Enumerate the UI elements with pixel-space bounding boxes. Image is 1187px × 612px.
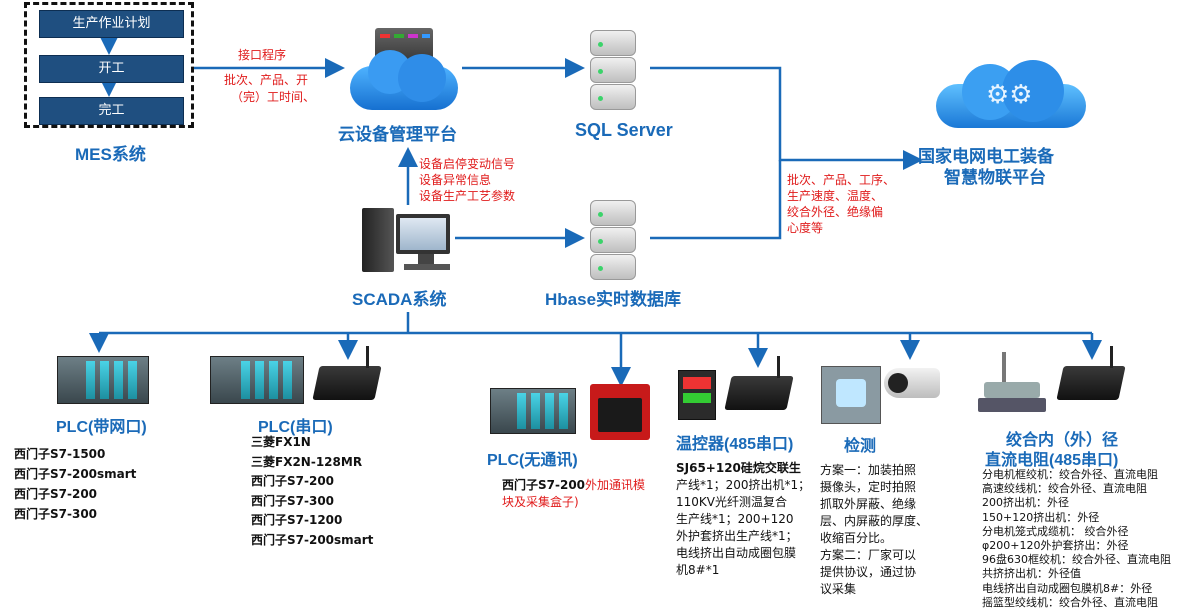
temperature-desc-line: 生产线*1；200+120 (676, 512, 794, 526)
twist-desc-line: 150+120挤出机：外径 (982, 510, 1100, 524)
plc-no-comm-title: PLC(无通讯) (487, 452, 578, 469)
grid-fields-line: 生产速度、温度、 (787, 189, 884, 203)
temperature-desc-line: 电线挤出自动成圈包膜 (676, 546, 797, 560)
list-item: 西门子S7-200 (14, 487, 98, 501)
mes-plan-button[interactable]: 生产作业计划 (39, 10, 184, 38)
temperature-gateway-icon (724, 376, 794, 410)
scada-signal-line: 设备生产工艺参数 (419, 189, 516, 203)
twist-gateway-icon (1056, 366, 1126, 400)
temperature-desc-line: 外护套挤出生产线*1； (676, 529, 798, 543)
list-item: 西门子S7-300 (251, 493, 335, 508)
temperature-controller-icon (678, 370, 716, 420)
twist-desc-line: 共挤挤出机：外径值 (982, 567, 1081, 581)
list-item: 西门子S7-200smart (14, 467, 137, 481)
plc-serial-icon (210, 356, 304, 404)
detection-title: 检测 (844, 438, 877, 455)
comm-module-box-icon (590, 384, 650, 440)
plc-network-title: PLC(带网口) (56, 419, 147, 436)
detection-desc-line: 收缩百分比。 (820, 531, 893, 545)
interface-fields-line1: 批次、产品、开 (224, 73, 309, 87)
hbase-title: Hbase实时数据库 (545, 290, 682, 309)
list-item: 三菱FX1N (251, 435, 311, 449)
grid-fields-line: 绞合外径、绝缘偏 (787, 205, 884, 219)
temperature-desc-line: 机8#*1 (676, 563, 720, 577)
twist-title-line1: 绞合内（外）径 (1006, 432, 1119, 449)
mes-start-button[interactable]: 开工 (39, 55, 184, 83)
plc-network-list: 西门子S7-1500 西门子S7-200smart 西门子S7-200 西门子S… (14, 444, 136, 524)
list-item: 西门子S7-200 (251, 474, 335, 488)
plc-serial-list: 三菱FX1N 三菱FX2N-128MR 西门子S7-200 西门子S7-300 … (251, 433, 373, 550)
antenna-icon (777, 356, 780, 378)
scada-signals: 设备启停变动信号 设备异常信息 设备生产工艺参数 (419, 156, 515, 204)
antenna-icon (1110, 346, 1113, 368)
grid-fields-line: 批次、产品、工序、 (787, 173, 896, 187)
grid-platform-title-line2: 智慧物联平台 (944, 168, 1046, 187)
temperature-desc-line: SJ65+120硅烷交联生 (676, 461, 801, 475)
scada-signal-line: 设备启停变动信号 (419, 157, 516, 171)
detection-desc-line: 抓取外屏蔽、绝缘 (820, 497, 917, 511)
camera-icon (884, 368, 940, 398)
plc-no-comm-model: 西门子S7-200 (502, 478, 586, 492)
list-item: 西门子S7-200smart (251, 532, 374, 547)
grid-fields-line: 心度等 (787, 221, 824, 235)
scada-signal-line: 设备异常信息 (419, 173, 492, 187)
twist-desc-line: 分电机框绞机：绞合外径、直流电阻 (982, 468, 1158, 481)
twist-desc-line: 200挤出机：外径 (982, 496, 1069, 510)
antenna-icon (366, 346, 369, 368)
detection-desc-line: 方案一：加装拍照 (820, 463, 917, 477)
list-item: 西门子S7-1200 (251, 513, 343, 527)
hbase-server-icon (590, 200, 636, 282)
twist-desc-line: φ200+120外护套挤出：外径 (982, 539, 1129, 553)
list-item: 西门子S7-300 (14, 507, 98, 521)
twist-desc-line: 高速绞线机：绞合外径、直流电阻 (982, 482, 1147, 496)
detection-desc-line: 议采集 (820, 582, 857, 596)
scada-title: SCADA系统 (352, 290, 447, 309)
cloud-gears-icon: ⚙⚙ (936, 60, 1086, 130)
interface-label: 接口程序 (238, 48, 287, 62)
detection-screen-icon (821, 366, 881, 424)
detection-desc: 方案一：加装拍照 摄像头，定时拍照 抓取外屏蔽、绝缘 层、内屏蔽的厚度、 收缩百… (820, 462, 928, 598)
plc-network-icon (57, 356, 149, 404)
list-item: 西门子S7-1500 (14, 447, 106, 461)
plc-no-comm-note-line2: 块及采集盒子) (502, 495, 579, 509)
grid-fields: 批次、产品、工序、 生产速度、温度、 绞合外径、绝缘偏 心度等 (787, 172, 895, 236)
measuring-instrument-icon (978, 352, 1046, 414)
twist-desc-line: 分电机笼式成缆机： 绞合外径 (982, 524, 1129, 538)
list-item: 三菱FX2N-128MR (251, 454, 363, 469)
detection-desc-line: 提供协议，通过协 (820, 565, 917, 579)
sql-server-icon (590, 30, 636, 112)
serial-gateway-icon (312, 366, 382, 400)
interface-fields-line2: （完）工时间、 (231, 90, 316, 104)
mes-finish-button[interactable]: 完工 (39, 97, 184, 125)
sql-server-title: SQL Server (575, 120, 673, 140)
twist-desc-line: 电线挤出自动成圈包膜机8#：外径 (982, 581, 1153, 595)
plc-no-comm-note-line1: 外加通讯模 (585, 478, 646, 492)
plc-no-comm-desc: 西门子S7-200外加通讯模 块及采集盒子) (502, 477, 645, 511)
detection-desc-line: 方案二：厂家可以 (820, 548, 917, 562)
cloud-platform-title: 云设备管理平台 (338, 125, 457, 144)
plc-no-comm-icon (490, 388, 576, 434)
temperature-desc: SJ65+120硅烷交联生 产线*1；200挤出机*1； 110KV光纤测温复合… (676, 460, 810, 579)
twist-title-line2: 直流电阻(485串口) (985, 452, 1119, 469)
cloud-server-icon (350, 28, 458, 112)
temperature-desc-line: 产线*1；200挤出机*1； (676, 478, 811, 492)
mes-system-box: 生产作业计划 开工 完工 (24, 2, 194, 128)
temperature-desc-line: 110KV光纤测温复合 (676, 495, 787, 509)
temperature-title: 温控器(485串口) (676, 436, 794, 453)
detection-desc-line: 摄像头，定时拍照 (820, 480, 917, 494)
plc-serial-title: PLC(串口) (258, 419, 333, 436)
grid-platform-title-line1: 国家电网电工装备 (918, 147, 1054, 166)
mes-title: MES系统 (75, 145, 146, 164)
scada-computer-icon (362, 208, 454, 274)
twist-desc: 分电机框绞机：绞合外径、直流电阻 高速绞线机：绞合外径、直流电阻 200挤出机：… (982, 468, 1171, 610)
twist-desc-line: 摇篮型绞线机：绞合外径、直流电阻 (982, 595, 1158, 609)
detection-desc-line: 层、内屏蔽的厚度、 (820, 514, 929, 528)
twist-desc-line: 96盘630框绞机：绞合外径、直流电阻 (982, 553, 1171, 567)
